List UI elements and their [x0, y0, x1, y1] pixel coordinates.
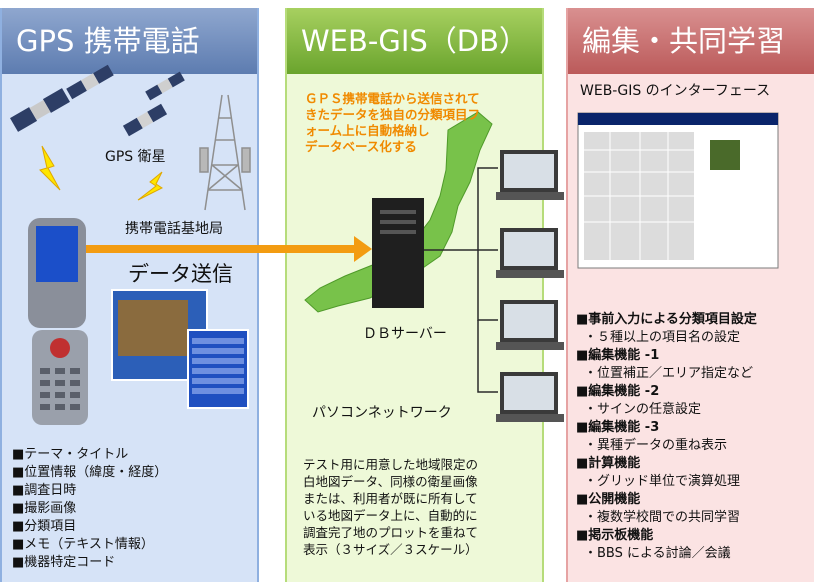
data-flow-arrow: [86, 236, 372, 262]
list-item: ・グリッド単位で演算処理: [584, 474, 741, 489]
list-item: ・５種以上の項目名の設定: [584, 330, 741, 345]
webgis-description: テスト用に用意した地域限定の 白地図データ、同様の衛星画像 または、利用者が既に…: [303, 456, 478, 558]
description-line: テスト用に用意した地域限定の: [303, 457, 479, 472]
laptop-icon: [496, 300, 564, 350]
pc-network-label: パソコンネットワーク: [312, 405, 452, 421]
webgis-note-line: ＧＰＳ携帯電話から送信されて: [305, 91, 480, 106]
lightning-icon: [137, 171, 163, 201]
lightning-icon: [39, 145, 61, 191]
cell-tower-icon: [199, 94, 251, 211]
list-item: ■事前入力による分類項目設定: [576, 312, 757, 327]
list-item: ■分類項目: [12, 519, 77, 534]
list-item: ・位置補正／エリア指定など: [584, 366, 754, 381]
data-send-label: データ送信: [128, 262, 233, 286]
webgis-column-title: WEB‑GIS（DB）: [287, 8, 542, 74]
description-line: 白地図データ、同様の衛星画像: [303, 474, 478, 489]
list-item: ■掲示板機能: [576, 528, 654, 543]
mobile-phone-icon: [28, 218, 88, 425]
laptop-icon: [496, 228, 564, 278]
list-item: ■機器特定コード: [12, 555, 116, 570]
description-line: 表示（３サイズ／３スケール）: [303, 542, 478, 557]
list-item: ■調査日時: [12, 483, 77, 498]
list-item: ■計算機能: [576, 456, 641, 471]
collab-column: 編集・共同学習: [566, 8, 814, 582]
webgis-note-line: データベース化する: [305, 139, 417, 154]
server-icon: [372, 198, 424, 308]
list-item: ■位置情報（緯度・経度）: [12, 465, 168, 480]
list-item: ■編集機能 ‑1: [576, 348, 660, 363]
phone-screen-thumbnail: [111, 289, 249, 409]
webgis-note-line: きたデータを独自の分類項目フ: [305, 107, 481, 122]
laptop-icon: [496, 372, 564, 422]
list-item: ■編集機能 ‑3: [576, 420, 660, 435]
description-line: いる地図データ上に、自動的に: [303, 508, 478, 523]
gps-column-title: GPS 携帯電話: [2, 8, 257, 74]
webgis-note-line: ォーム上に自動格納し: [305, 123, 430, 138]
description-line: または、利用者が既に所有して: [303, 491, 478, 506]
webgis-interface-screenshot: [577, 112, 779, 269]
cell-tower-label: 携帯電話基地局: [125, 221, 223, 237]
list-item: ・サインの任意設定: [584, 402, 702, 417]
list-item: ・BBS による討論／会議: [584, 546, 731, 561]
db-server-label: ＤＢサーバー: [363, 326, 447, 342]
list-item: ■編集機能 ‑2: [576, 384, 660, 399]
list-item: ■公開機能: [576, 492, 641, 507]
list-item: ・複数学校間での共同学習: [584, 510, 741, 525]
list-item: ・異種データの重ね表示: [584, 438, 728, 453]
collab-feature-list: ■事前入力による分類項目設定 ・５種以上の項目名の設定 ■編集機能 ‑1 ・位置…: [576, 311, 757, 563]
description-line: 調査完了地のプロットを重ねて: [303, 525, 479, 540]
network-lines: [424, 167, 498, 393]
list-item: ■テーマ・タイトル: [12, 447, 129, 462]
list-item: ■撮影画像: [12, 501, 77, 516]
collab-column-title: 編集・共同学習: [568, 8, 814, 74]
webgis-interface-label: WEB‑GIS のインターフェース: [580, 83, 771, 99]
laptop-icon: [496, 150, 564, 200]
satellite-label: GPS 衛星: [105, 149, 166, 165]
gps-item-list: ■テーマ・タイトル ■位置情報（緯度・経度） ■調査日時 ■撮影画像 ■分類項目…: [12, 446, 167, 572]
satellite-icon: [10, 64, 185, 137]
list-item: ■メモ（テキスト情報）: [12, 537, 154, 552]
